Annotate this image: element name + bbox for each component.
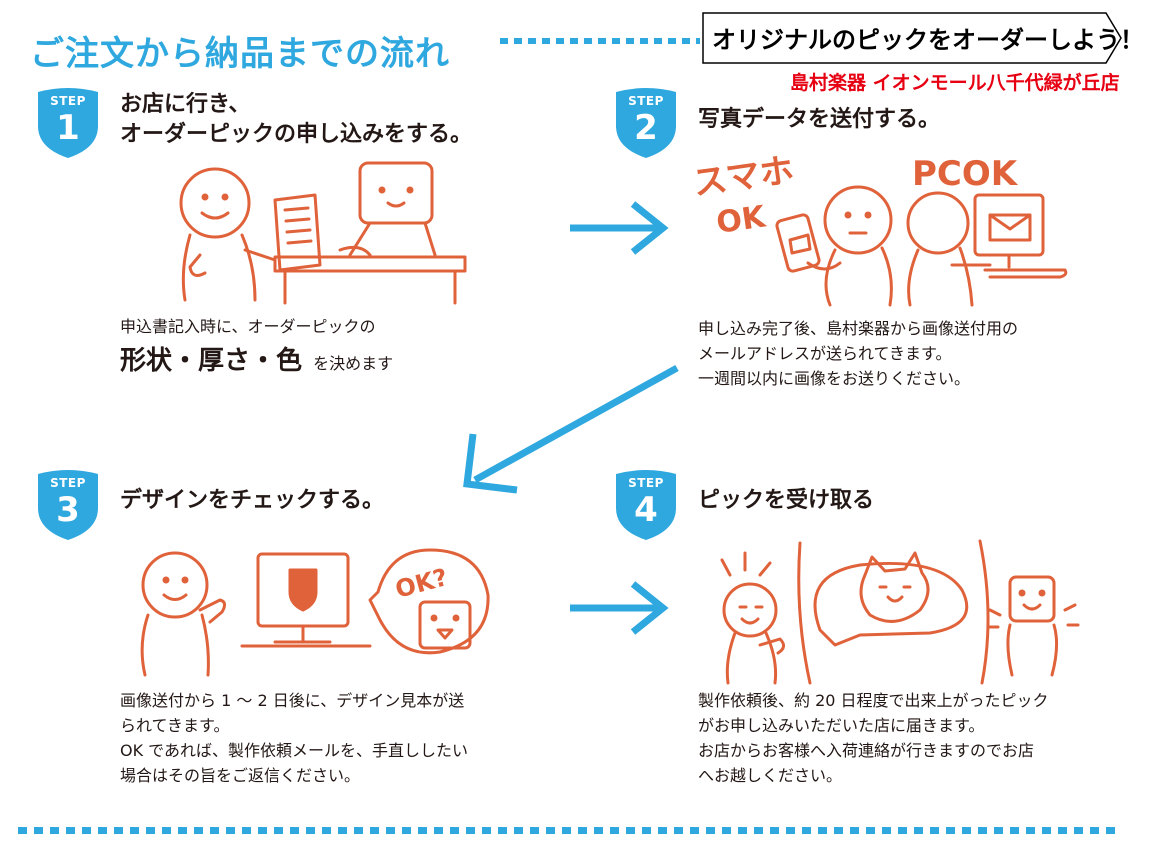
step1-heading-line1: お店に行き、: [120, 92, 251, 117]
step1-number: 1: [56, 108, 80, 148]
step4-desc: 製作依頼後、約 20 日程度で出来上がったピック がお申し込みいただいた店に届き…: [698, 688, 1049, 788]
step1-heading: お店に行き、 オーダーピックの申し込みをする。: [120, 90, 472, 150]
step1-illustration: [179, 161, 467, 305]
step2-illustration: スマホ OK PCOK: [691, 150, 1068, 307]
step2-desc-line1: 申し込み完了後、島村楽器から画像送付用の: [698, 319, 1019, 338]
step1-desc-emphasis: 形状・厚さ・色: [120, 346, 303, 376]
arrow-right-icon: [570, 201, 669, 255]
step1-desc-line1: 申込書記入時に、オーダーピックの: [120, 317, 376, 336]
step3-label: STEP: [50, 476, 86, 490]
step2-heading-line1: 写真データを送付する。: [698, 107, 941, 132]
arrow-right-icon: [570, 581, 669, 635]
arrow-diagonal-icon: [463, 364, 679, 494]
step2-pcok-text: PCOK: [912, 154, 1019, 194]
step4-heading: ピックを受け取る: [698, 486, 874, 516]
step2-sumaho-text: スマホ: [691, 150, 797, 204]
step1-desc-tail: を決めます: [313, 354, 394, 373]
store-name: 島村楽器 イオンモール八千代緑が丘店: [790, 72, 1120, 94]
step1-desc-line2: 形状・厚さ・色 を決めます: [120, 340, 393, 377]
step2-heading: 写真データを送付する。: [698, 105, 940, 135]
step4-desc-line3: お店からお客様へ入荷連絡が行きますのでお店: [698, 741, 1035, 760]
step3-number: 3: [56, 490, 80, 530]
step2-desc-line3: 一週間以内に画像をお送りください。: [698, 369, 971, 388]
step4-desc-line4: へお越しください。: [698, 766, 843, 785]
step2-desc-line2: メールアドレスが送られてきます。: [698, 344, 952, 363]
step4-number: 4: [634, 490, 658, 530]
step3-illustration: OK?: [140, 548, 490, 677]
step4-illustration: [720, 539, 1080, 685]
step2-badge: STEP 2: [614, 86, 678, 160]
step4-heading-line1: ピックを受け取る: [698, 488, 875, 513]
dotted-divider-bottom: [18, 827, 1118, 834]
dotted-divider-top: [500, 38, 700, 44]
page-title: ご注文から納品までの流れ: [30, 34, 450, 74]
step3-badge: STEP 3: [36, 468, 100, 542]
step2-desc: 申し込み完了後、島村楽器から画像送付用の メールアドレスが送られてきます。 一週…: [698, 316, 1018, 391]
banner-box: [702, 12, 1122, 64]
step3-desc-line2: られてきます。: [120, 716, 230, 735]
step2-ok-text: OK: [714, 199, 769, 241]
step3-desc-line3: OK であれば、製作依頼メールを、手直ししたい: [120, 741, 469, 760]
step2-number: 2: [634, 108, 658, 148]
step1-badge: STEP 1: [36, 86, 100, 160]
step3-desc-line1: 画像送付から 1 ～ 2 日後に、デザイン見本が送: [120, 691, 465, 710]
step4-label: STEP: [628, 476, 664, 490]
step4-desc-line2: がお申し込みいただいた店に届きます。: [698, 716, 985, 735]
step4-desc-line1: 製作依頼後、約 20 日程度で出来上がったピック: [698, 691, 1049, 710]
step3-desc-line4: 場合はその旨をご返信ください。: [120, 766, 361, 785]
step1-heading-line2: オーダーピックの申し込みをする。: [120, 122, 473, 147]
step1-label: STEP: [50, 94, 86, 108]
step2-label: STEP: [628, 94, 664, 108]
step4-badge: STEP 4: [614, 468, 678, 542]
step3-heading-line1: デザインをチェックする。: [120, 488, 385, 513]
banner-text: オリジナルのピックをオーダーしよう！: [712, 26, 1144, 54]
step3-okq-text: OK?: [392, 563, 450, 604]
step3-heading: デザインをチェックする。: [120, 486, 384, 516]
step3-desc: 画像送付から 1 ～ 2 日後に、デザイン見本が送 られてきます。 OK であれ…: [120, 688, 468, 788]
